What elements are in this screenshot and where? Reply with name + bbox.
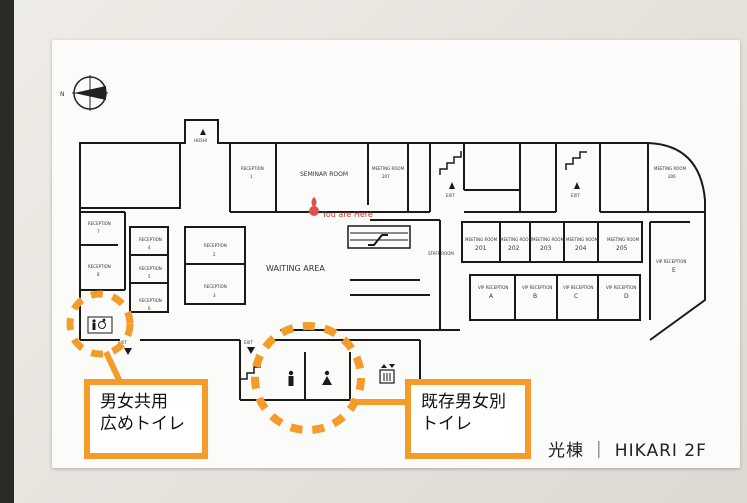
vip-c-letter: C [574, 293, 578, 300]
vip-a-label: VIP RECEPTION [478, 285, 508, 290]
exit-triangle-icon [574, 182, 580, 189]
reception-8-label: RECEPTION [88, 264, 111, 269]
meeting-202-label: MEETING ROOM [500, 237, 533, 242]
vip-d-letter: D [624, 293, 629, 300]
meeting-205-number: 205 [616, 245, 628, 252]
compass-label: N [60, 91, 65, 98]
left-edge-shadow [0, 0, 14, 503]
female-toilet-icon [322, 370, 332, 385]
meeting-207-number: 207 [382, 174, 390, 179]
male-toilet-icon [288, 370, 294, 386]
vip-a-letter: A [489, 293, 494, 300]
waiting-area-label: WAITING AREA [266, 264, 325, 273]
meeting-206-label: MEETING ROOM [654, 166, 687, 171]
staff-room-label: STAFF ROOM [428, 251, 454, 256]
meeting-204-label: MEETING ROOM [566, 237, 599, 242]
callout-accessible-line1: 男女共用 [100, 392, 168, 412]
vip-b-letter: B [533, 293, 537, 300]
escalator-icon [347, 225, 411, 249]
meeting-204-number: 204 [575, 245, 587, 252]
exit-left-label: EXIT [118, 340, 127, 345]
reception-3-label: RECEPTION [204, 284, 227, 289]
highlight-ring-accessible [66, 290, 134, 358]
reception-2-number: 2 [213, 252, 216, 257]
exit-bottom-label: EXIT [244, 340, 253, 345]
callout-accessible-toilet: 男女共用 広めトイレ [84, 379, 208, 459]
meeting-206-number: 206 [668, 174, 676, 179]
vip-b-label: VIP RECEPTION [522, 285, 552, 290]
meeting-205-label: MEETING ROOM [607, 237, 640, 242]
compass-icon: N [60, 75, 108, 111]
reception-4-label: RECEPTION [139, 237, 162, 242]
reception-5-label: RECEPTION [139, 266, 162, 271]
vip-d-label: VIP RECEPTION [606, 285, 636, 290]
reception-8-number: 8 [97, 272, 100, 277]
exit-label: EXIT [446, 193, 455, 198]
meeting-207-label: MEETING ROOM [372, 166, 405, 171]
highlight-ring-toilets [251, 322, 365, 434]
you-are-here-marker-icon [309, 197, 319, 216]
reception-7-number: 7 [97, 229, 100, 234]
callout-existing-toilets: 既存男女別 トイレ [405, 379, 531, 459]
reception-2-label: RECEPTION [204, 243, 227, 248]
reception-7-label: RECEPTION [88, 221, 111, 226]
you-are-here-label: You are Here [321, 210, 373, 219]
vip-c-label: VIP RECEPTION [563, 285, 593, 290]
reception-1-label: RECEPTION [241, 166, 264, 171]
reception-6-label: RECEPTION [139, 298, 162, 303]
meeting-203-label: MEETING ROOM [532, 237, 565, 242]
callout-existing-line1: 既存男女別 [421, 392, 506, 412]
callout-accessible-line2: 広めトイレ [100, 414, 185, 434]
hoshi-arrow-icon [200, 129, 206, 135]
meeting-203-number: 203 [540, 245, 552, 252]
reception-3-number: 3 [213, 293, 216, 298]
callout-existing-line2: トイレ [421, 414, 472, 434]
exit-triangle-icon [247, 347, 255, 354]
hoshi-label: HOSHI [194, 138, 207, 143]
elevator-icon [379, 364, 395, 384]
callout-connector [103, 350, 123, 384]
meeting-201-label: MEETING ROOM [465, 237, 498, 242]
vip-e-letter: E [672, 267, 676, 274]
seminar-room-label: SEMINAR ROOM [300, 171, 348, 178]
reception-1-number: 1 [250, 174, 253, 179]
exit-triangle-icon [449, 182, 455, 189]
accessible-toilet-icon [87, 316, 113, 334]
reception-5-number: 5 [148, 274, 151, 279]
reception-4-number: 4 [148, 245, 151, 250]
meeting-201-number: 201 [475, 245, 487, 252]
building-floor-title: 光棟 ｜ HIKARI 2F [548, 441, 707, 461]
vip-e-label: VIP RECEPTION [656, 259, 686, 264]
exit-label: EXIT [571, 193, 580, 198]
meeting-202-number: 202 [508, 245, 520, 252]
reception-6-number: 6 [148, 306, 151, 311]
exit-triangle-icon [124, 348, 132, 355]
